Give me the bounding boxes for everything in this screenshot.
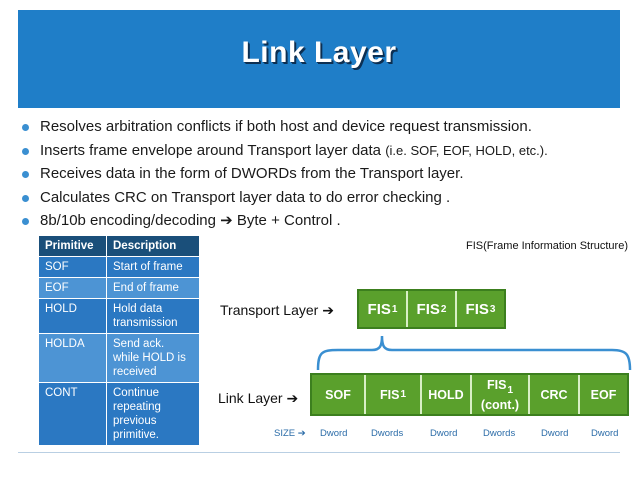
table-row: HOLDA Send ack. while HOLD is received xyxy=(38,333,200,383)
footer-divider xyxy=(18,452,620,453)
link-cell-crc: CRC xyxy=(530,375,580,414)
table-header-row: Primitive Description xyxy=(38,235,200,257)
table-row: CONT Continue repeating previous primiti… xyxy=(38,382,200,446)
link-cell-fis1-cont: FIS1 (cont.) xyxy=(472,375,530,414)
transport-layer-label: Transport Layer ➔ xyxy=(220,302,334,319)
table-row: SOF Start of frame xyxy=(38,256,200,278)
link-layer-text: Link Layer xyxy=(218,390,283,406)
table-cell-description: End of frame xyxy=(106,277,200,299)
bullet-dot-icon xyxy=(22,218,29,225)
size-value: Dword xyxy=(541,428,569,439)
bullet-text: Inserts frame envelope around Transport … xyxy=(40,141,386,159)
table-cell-primitive: EOF xyxy=(38,277,107,299)
bullet-item: 8b/10b encoding/decoding ➔ Byte + Contro… xyxy=(22,209,622,233)
table-cell-primitive: HOLD xyxy=(38,298,107,334)
table-cell-primitive: CONT xyxy=(38,382,107,446)
link-cell-sof: SOF xyxy=(312,375,366,414)
arrow-right-icon: ➔ xyxy=(286,390,299,406)
bullet-dot-icon xyxy=(22,171,29,178)
table-cell-description: Continue repeating previous primitive. xyxy=(106,382,200,446)
size-value: Dword xyxy=(430,428,458,439)
size-value: Dword xyxy=(320,428,348,439)
bullet-text: Receives data in the form of DWORDs from… xyxy=(40,165,464,182)
size-value: Dword xyxy=(591,428,619,439)
bullet-item: Resolves arbitration conflicts if both h… xyxy=(22,115,622,139)
cell-text: FIS xyxy=(465,300,489,318)
cell-subscript: 1 xyxy=(391,303,398,315)
cell-text-line: FIS1 xyxy=(487,378,513,398)
arrow-right-icon: ➔ xyxy=(322,302,334,318)
size-value: Dwords xyxy=(371,428,404,439)
curly-bracket-path xyxy=(316,335,632,371)
fis-note: FIS(Frame Information Structure) xyxy=(466,240,628,252)
cell-subscript: 3 xyxy=(489,303,496,315)
link-layer-label: Link Layer ➔ xyxy=(218,390,298,407)
bullet-dot-icon xyxy=(22,147,29,155)
cell-text: HOLD xyxy=(428,387,464,402)
bullet-item: Inserts frame envelope around Transport … xyxy=(22,139,622,163)
cell-subscript: 2 xyxy=(440,303,447,315)
table-row: HOLD Hold data transmission xyxy=(38,298,200,334)
cell-subscript: 1 xyxy=(400,388,406,400)
table-header-primitive: Primitive xyxy=(38,235,107,257)
table-row: EOF End of frame xyxy=(38,277,200,299)
cell-extra-text: (cont.) xyxy=(480,397,520,412)
size-value: Dwords xyxy=(483,428,516,439)
table-cell-primitive: HOLDA xyxy=(38,333,107,383)
transport-layer-text: Transport Layer xyxy=(220,302,319,318)
bullet-item: Calculates CRC on Transport layer data t… xyxy=(22,186,622,210)
link-cell-eof: EOF xyxy=(580,375,627,414)
bullet-dot-icon xyxy=(22,124,29,131)
table-cell-description: Send ack. while HOLD is received xyxy=(106,333,200,383)
table-header-description: Description xyxy=(106,235,200,257)
bullet-text: Calculates CRC on Transport layer data t… xyxy=(40,188,451,206)
slide-title: Link Layer xyxy=(241,36,397,69)
cell-text: FIS xyxy=(379,387,400,402)
cell-subscript: 1 xyxy=(507,384,513,396)
bullet-text: 8b/10b encoding/decoding ➔ Byte + Contro… xyxy=(40,212,341,229)
bullet-dot-icon xyxy=(22,194,29,202)
link-cell-hold: HOLD xyxy=(422,375,472,414)
table-cell-primitive: SOF xyxy=(38,256,107,278)
cell-text: SOF xyxy=(325,387,351,402)
bullet-item: Receives data in the form of DWORDs from… xyxy=(22,162,622,186)
bullet-text: Resolves arbitration conflicts if both h… xyxy=(40,118,532,135)
table-cell-description: Start of frame xyxy=(106,256,200,278)
cell-text: FIS xyxy=(486,377,507,392)
title-banner xyxy=(18,10,620,108)
bullet-list: Resolves arbitration conflicts if both h… xyxy=(22,115,622,233)
table-cell-description: Hold data transmission xyxy=(106,298,200,334)
cell-text: FIS xyxy=(416,300,440,318)
cell-text: EOF xyxy=(590,387,617,402)
bullet-text-small: (i.e. SOF, EOF, HOLD, etc.). xyxy=(385,142,548,158)
cell-text: CRC xyxy=(540,387,568,402)
cell-text: FIS xyxy=(367,300,391,318)
primitive-table: Primitive Description SOF Start of frame… xyxy=(38,235,200,446)
size-label: SIZE ➔ xyxy=(274,428,306,439)
